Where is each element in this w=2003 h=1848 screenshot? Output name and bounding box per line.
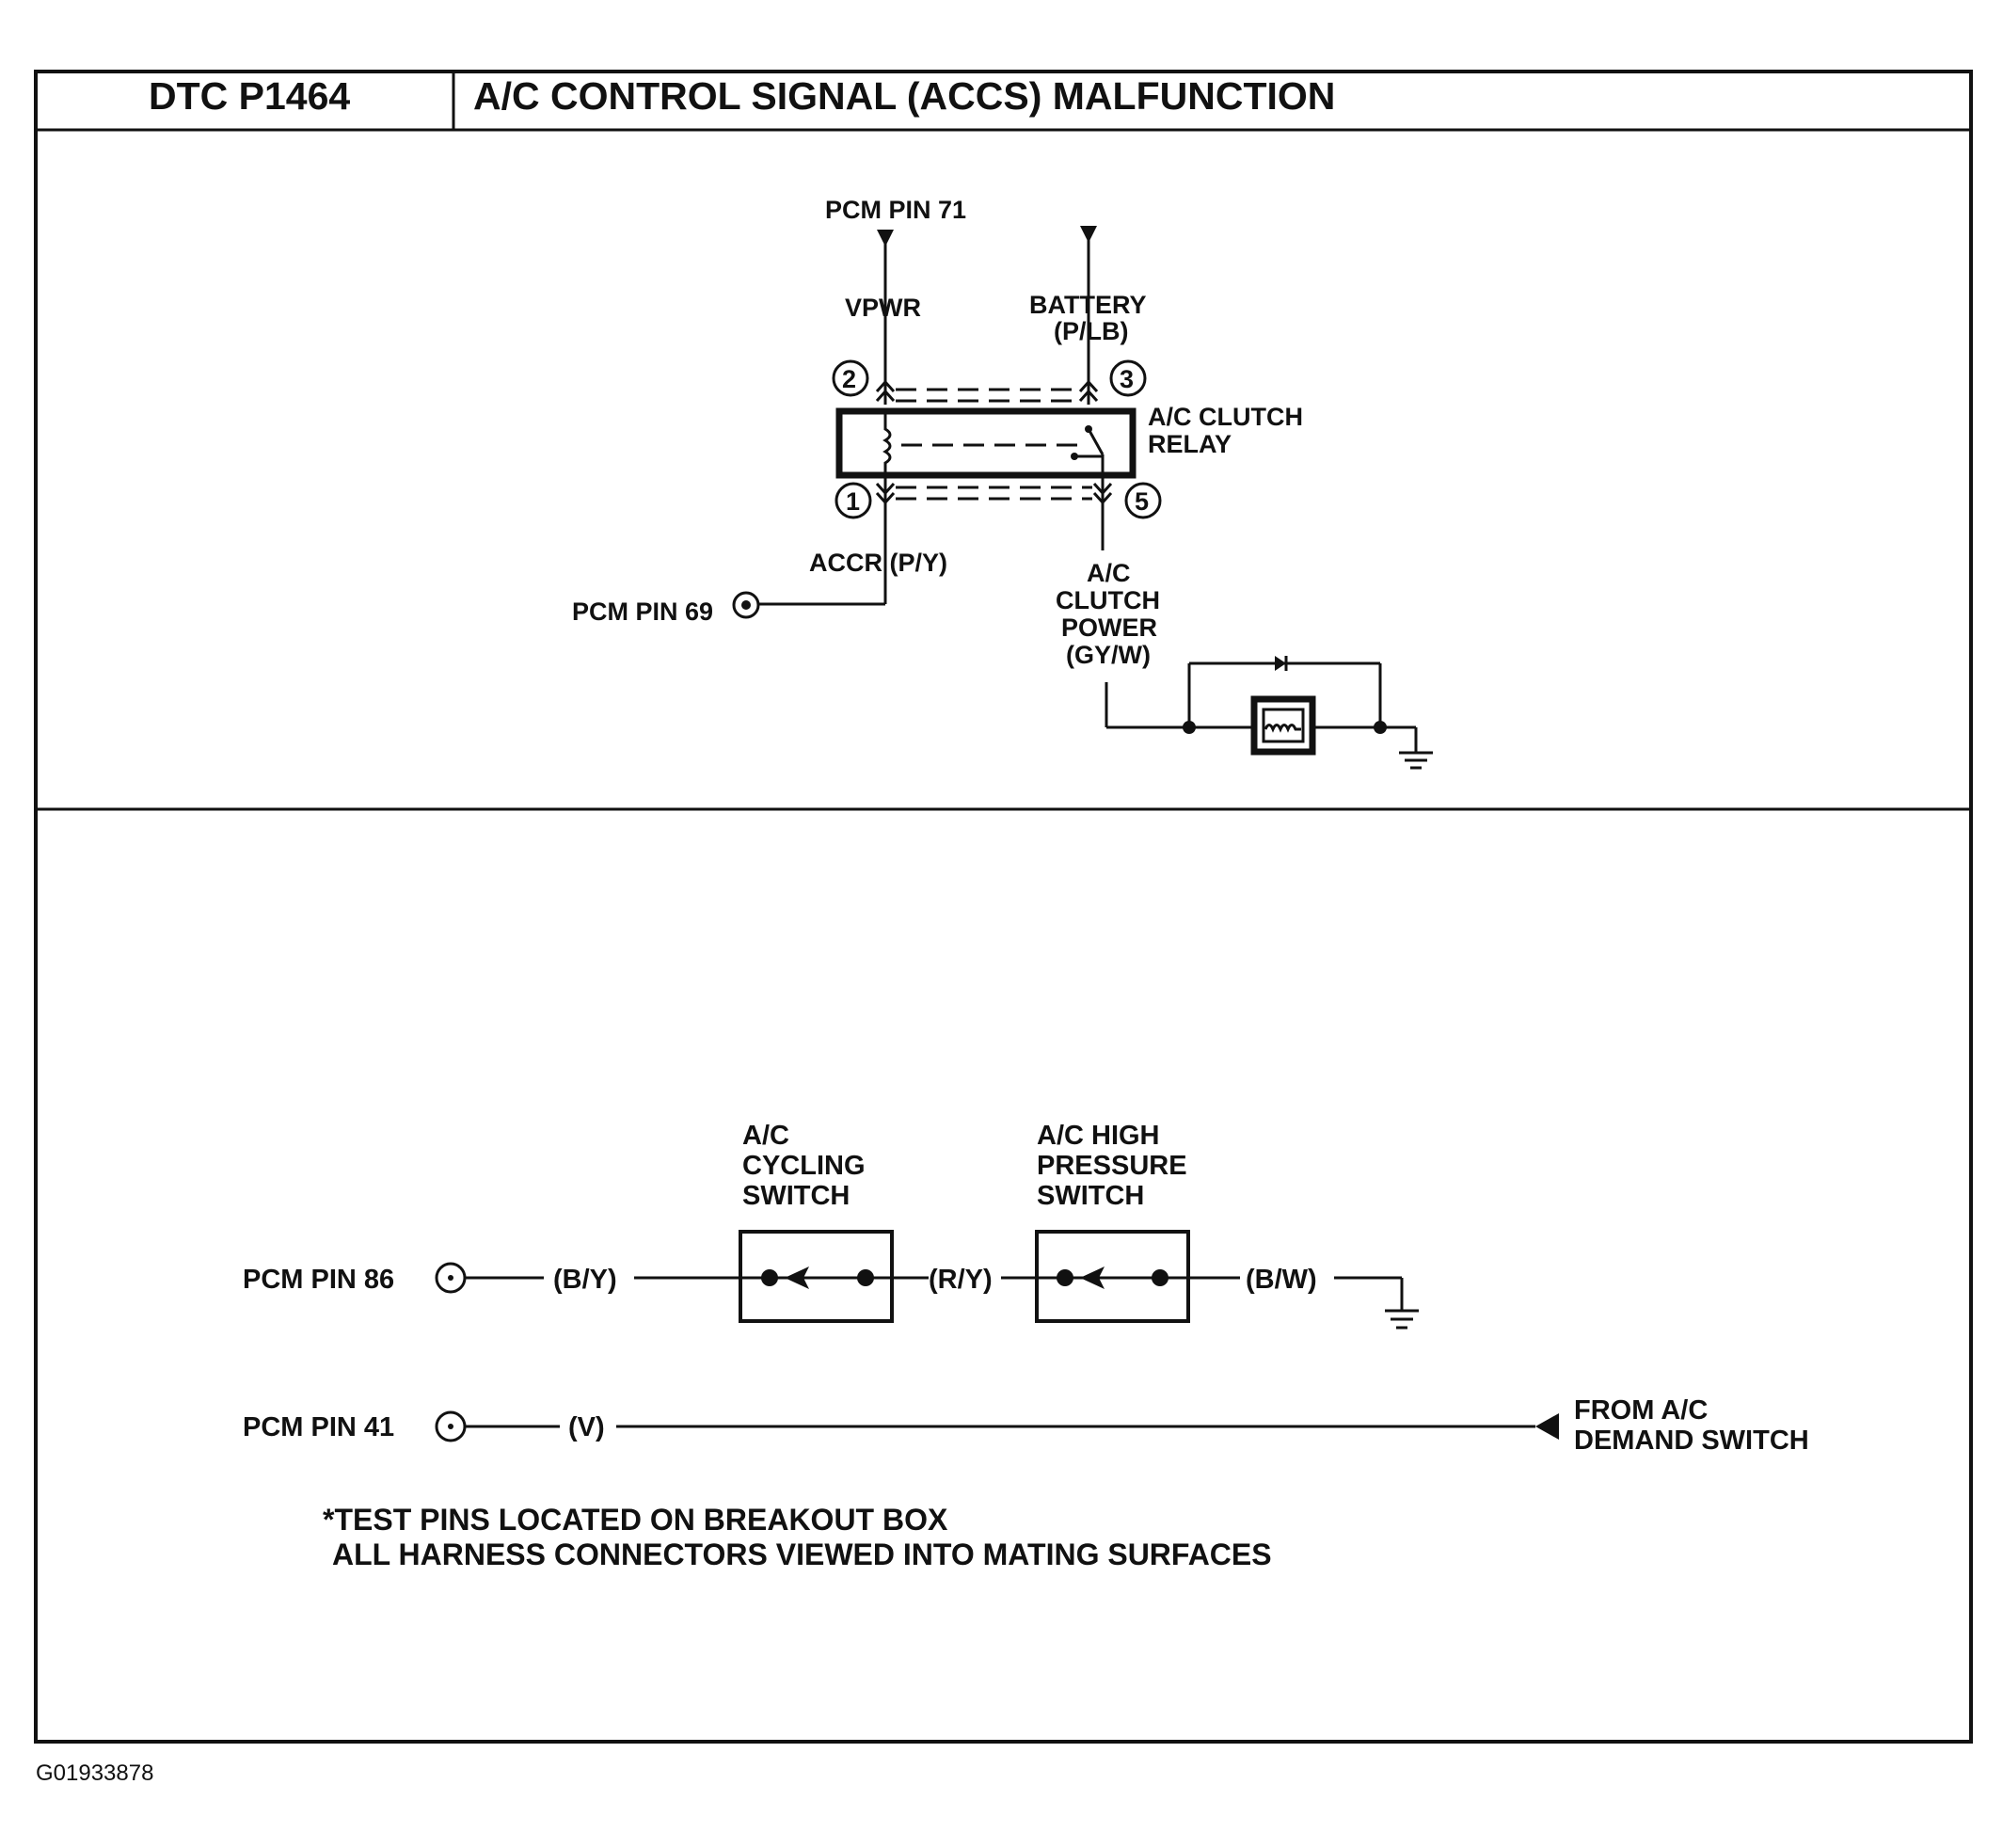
ground-icon (1399, 751, 1433, 770)
relay-pin-1-marker (835, 482, 872, 519)
pcm-pin-41-label: PCM PIN 41 (243, 1412, 394, 1442)
relay-label-line1: A/C CLUTCH (1148, 403, 1303, 431)
relay-pin-3-marker (1109, 359, 1147, 397)
coil-icon (1264, 724, 1301, 733)
battery-label: BATTERY (1029, 291, 1147, 319)
accr-label: ACCR (P/Y) (809, 549, 947, 577)
wire-ry-label: (R/Y) (929, 1265, 993, 1295)
pcm-pin-69-label: PCM PIN 69 (572, 597, 713, 626)
pcm-pin-71-label: PCM PIN 71 (825, 196, 966, 224)
switch-arrow-icon (1080, 1267, 1105, 1289)
note-line1: *TEST PINS LOCATED ON BREAKOUT BOX (323, 1503, 948, 1537)
relay-pin-5: 5 (1135, 487, 1149, 516)
diagram-frame (34, 70, 1973, 1744)
pcm-pin-86-label: PCM PIN 86 (243, 1265, 394, 1295)
connector-chevron-icon (1078, 379, 1099, 403)
connector-chevron-icon (875, 379, 896, 403)
diode-icon (1275, 656, 1286, 671)
demand-switch-arrow-icon (1535, 1413, 1559, 1440)
ground-icon (1385, 1309, 1419, 1330)
relay-pin-2: 2 (842, 365, 856, 393)
wire-v-label: (V) (568, 1412, 605, 1442)
relay-pin-2-marker (832, 359, 869, 397)
clutch-coil-box (1250, 695, 1316, 756)
clutch-power-line3: POWER (1061, 613, 1157, 642)
cycling-switch-line3: SWITCH (742, 1181, 850, 1211)
vpwr-label: VPWR (845, 294, 921, 322)
test-point-center (448, 1424, 453, 1429)
test-point-center (741, 600, 751, 610)
high-pressure-line3: SWITCH (1037, 1181, 1144, 1211)
note-line2: ALL HARNESS CONNECTORS VIEWED INTO MATIN… (332, 1537, 1272, 1571)
switch-arrow-icon (785, 1267, 809, 1289)
from-demand-line2: DEMAND SWITCH (1574, 1426, 1809, 1456)
cycling-switch-line2: CYCLING (742, 1151, 866, 1181)
battery-wire-color: (P/LB) (1054, 317, 1128, 345)
pcm-pin-69-test-point-icon (732, 591, 760, 619)
wire-by-label: (B/Y) (553, 1265, 617, 1295)
figure-id: G01933878 (36, 1760, 153, 1786)
clutch-power-line1: A/C (1087, 559, 1131, 587)
relay-pin-3: 3 (1120, 365, 1134, 393)
relay-coil-icon (882, 411, 892, 475)
wire-bw-label: (B/W) (1246, 1265, 1317, 1295)
test-point-center (448, 1275, 453, 1281)
relay-box (835, 407, 1137, 479)
high-pressure-line2: PRESSURE (1037, 1151, 1187, 1181)
relay-label-line2: RELAY (1148, 430, 1232, 458)
diagram-title: A/C CONTROL SIGNAL (ACCS) MALFUNCTION (473, 74, 1335, 118)
high-pressure-line1: A/C HIGH (1037, 1121, 1160, 1151)
cycling-switch-line1: A/C (742, 1121, 789, 1151)
dtc-code: DTC P1464 (149, 74, 350, 118)
relay-switch-arm (1087, 428, 1105, 455)
junction-dot (1374, 721, 1387, 734)
clutch-coil-inner (1262, 708, 1305, 743)
clutch-power-line2: CLUTCH (1056, 586, 1160, 614)
from-demand-line1: FROM A/C (1574, 1395, 1708, 1426)
relay-pin-5-marker (1124, 482, 1162, 519)
clutch-power-line4: (GY/W) (1066, 641, 1151, 669)
relay-pin-1: 1 (846, 487, 860, 516)
